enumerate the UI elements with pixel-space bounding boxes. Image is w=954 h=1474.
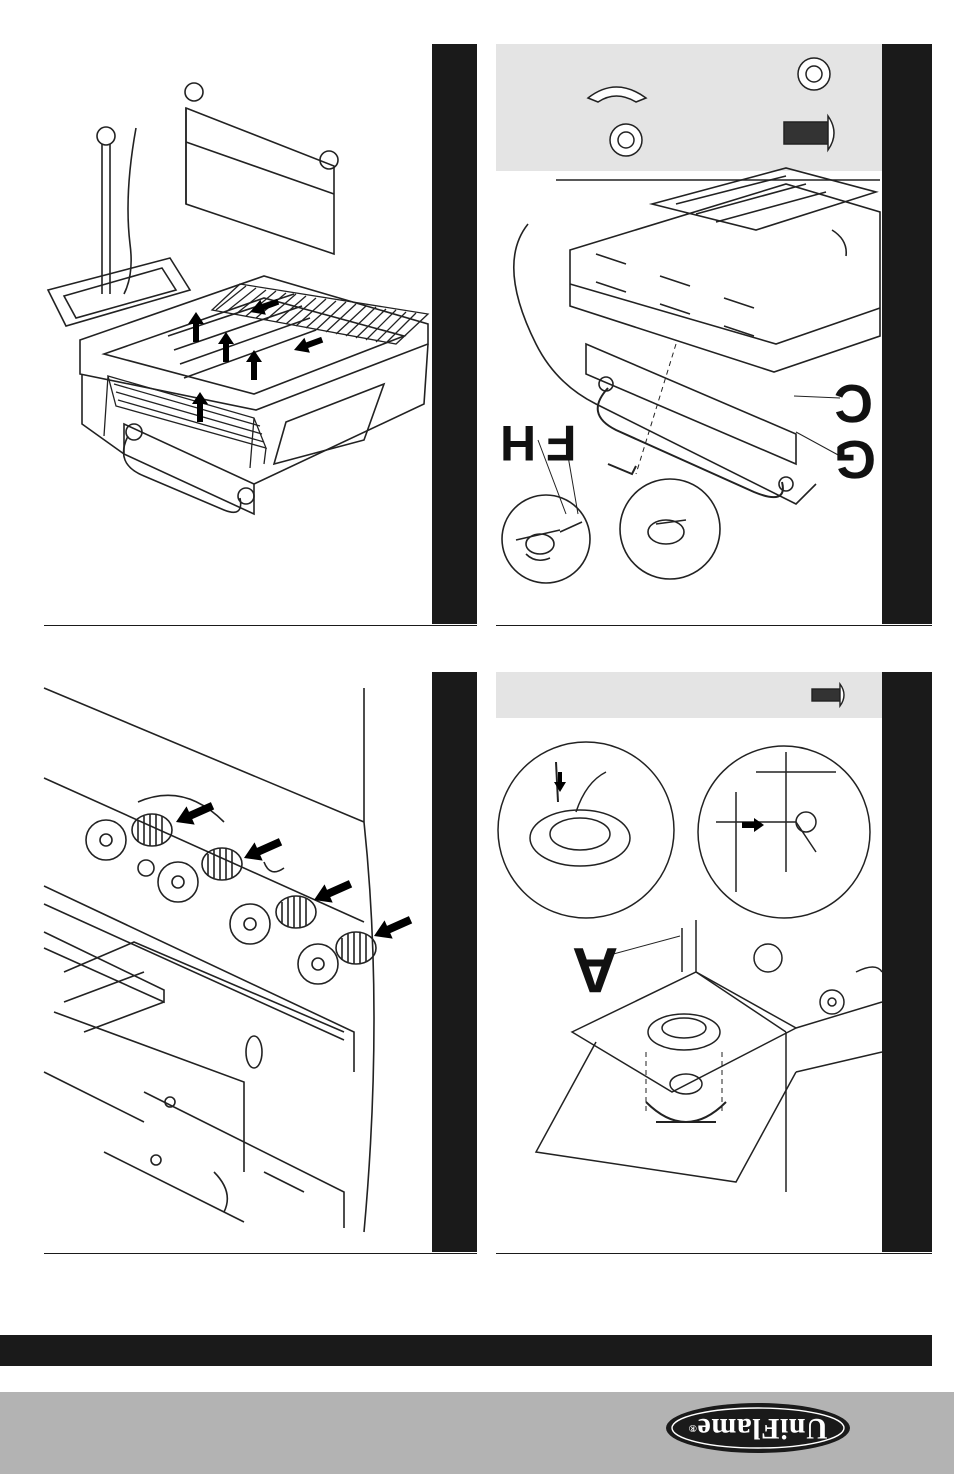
control-knob-icon xyxy=(336,932,376,964)
grill-grates-illustration xyxy=(44,44,434,624)
part-callout-h: H xyxy=(500,418,536,468)
side-burner-illustration xyxy=(496,672,882,1252)
up-arrow-icon xyxy=(188,312,204,342)
control-knob-icon xyxy=(276,896,316,928)
step-panel-handle: C G H F xyxy=(496,44,932,626)
step-number-tab xyxy=(882,44,932,624)
part-callout-g: G xyxy=(834,432,876,486)
footer-bar xyxy=(0,1335,932,1366)
insert-arrow-icon xyxy=(370,911,415,946)
part-callout-a: A xyxy=(572,938,618,1002)
step-panel-side-burner: A xyxy=(496,672,932,1254)
insert-arrow-icon xyxy=(742,818,764,832)
control-knobs-illustration xyxy=(44,672,434,1252)
control-knob-icon xyxy=(132,814,172,846)
step-number-tab xyxy=(882,672,932,1252)
part-callout-f: F xyxy=(546,418,577,468)
step-panel-knobs xyxy=(44,672,477,1254)
step-number-tab xyxy=(432,44,477,624)
handle-installation-illustration xyxy=(496,44,882,624)
step-panel-grates xyxy=(44,44,477,626)
insert-arrow-icon xyxy=(310,875,355,910)
insert-arrow-icon xyxy=(291,332,325,357)
up-arrow-icon xyxy=(218,332,234,362)
insert-arrow-icon xyxy=(240,833,285,868)
logo-text: UniFlame xyxy=(697,1411,828,1445)
registered-mark: ® xyxy=(688,1422,697,1434)
step-number-tab xyxy=(432,672,477,1252)
uniflame-logo: UniFlame® xyxy=(665,1402,851,1454)
part-callout-c: C xyxy=(834,376,873,430)
